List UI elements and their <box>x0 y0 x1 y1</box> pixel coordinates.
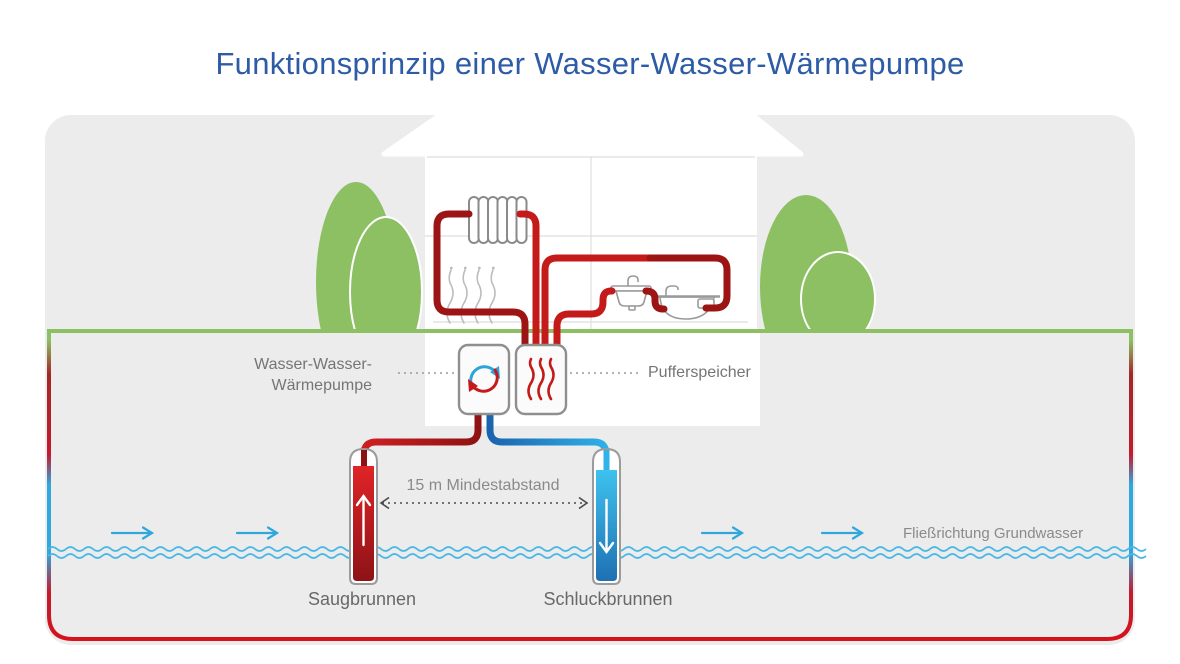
tree-front-right <box>800 251 876 331</box>
groundwater-flow-label: Fließrichtung Grundwasser <box>903 525 1084 542</box>
bathroom-loop-pipe-supply <box>541 254 654 359</box>
bathtub-icon <box>656 285 720 320</box>
sink-tub-pipe <box>642 287 668 313</box>
tree-front-left <box>349 216 423 331</box>
heat-pump-label-line2: Wärmepumpe <box>271 377 372 394</box>
flow-arrow-icon <box>820 526 865 540</box>
flow-arrow-icon <box>700 526 745 540</box>
house-roof <box>381 114 804 157</box>
trees-left <box>316 182 423 331</box>
radiator-icon <box>468 196 528 244</box>
up-arrow-icon <box>355 493 372 547</box>
injection-well-label: Schluckbrunnen <box>543 589 673 609</box>
buffer-tank-label: Pufferspeicher <box>648 364 751 381</box>
page-title: Funktionsprinzip einer Wasser-Wasser-Wär… <box>215 46 965 81</box>
suction-well <box>349 447 378 585</box>
flow-arrow-icon <box>235 526 280 540</box>
flow-arrow-icon <box>110 526 155 540</box>
down-arrow-icon <box>598 498 615 555</box>
radiator-loop-pipe <box>433 210 529 359</box>
radiator-return-pipe <box>516 210 540 359</box>
heat-pump-label-line1: Wasser-Wasser- <box>254 356 372 373</box>
bathroom-loop-pipe-return <box>646 254 731 312</box>
injection-well <box>592 447 621 585</box>
heat-pump-label: Wasser-Wasser- Wärmepumpe <box>230 354 372 396</box>
trees-right <box>760 195 876 331</box>
buffer-tank-unit <box>514 343 568 416</box>
buffer-heat-icon <box>527 357 555 401</box>
cycle-arrows-icon <box>468 365 500 393</box>
heat-pump-unit <box>457 343 511 416</box>
min-distance-arrow <box>379 496 589 510</box>
min-distance-label: 15 m Mindestabstand <box>406 477 560 494</box>
ground-border-frame <box>47 329 1133 641</box>
sink-feed-pipe <box>553 287 616 359</box>
heating-pipes <box>433 210 731 359</box>
flow-arrows <box>110 526 865 540</box>
suction-well-label: Saugbrunnen <box>307 589 417 609</box>
